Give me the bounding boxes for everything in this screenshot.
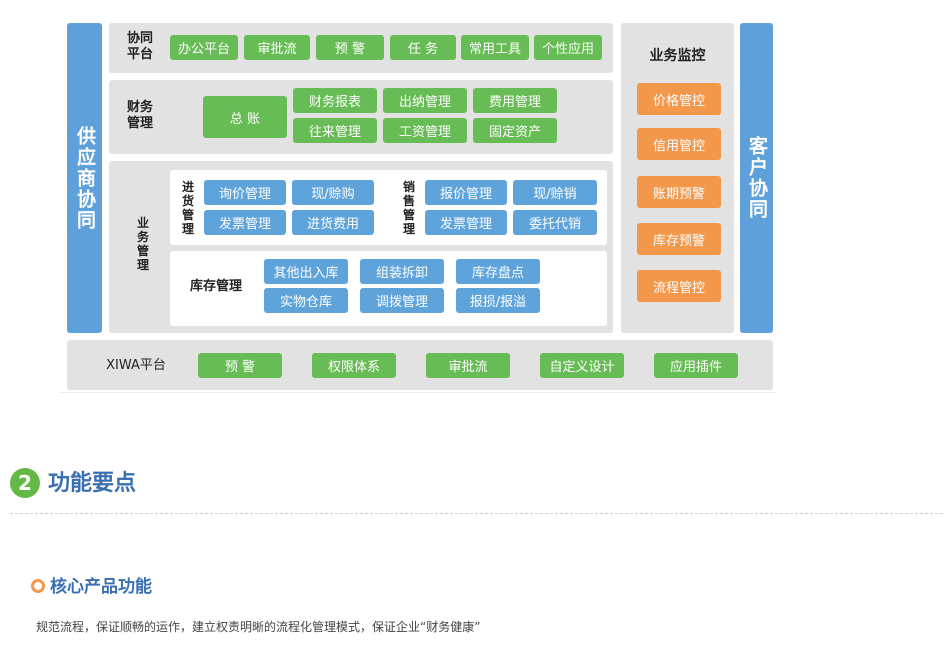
customer-collaboration-bar[interactable]: 客户协同 <box>740 23 773 333</box>
purchase-expense-button[interactable]: 进货费用 <box>292 210 374 235</box>
platform-alert-button[interactable]: 预 警 <box>198 353 282 378</box>
platform-custom-design-button[interactable]: 自定义设计 <box>540 353 624 378</box>
purchase-label: 进货管理 <box>181 180 194 236</box>
collab-tools-button[interactable]: 常用工具 <box>461 35 529 60</box>
inventory-label: 库存管理 <box>189 279 242 294</box>
finance-payroll-button[interactable]: 工资管理 <box>383 118 467 143</box>
sales-cash-credit-button[interactable]: 现/赊销 <box>513 180 597 205</box>
sales-invoice-button[interactable]: 发票管理 <box>425 210 507 235</box>
collab-task-button[interactable]: 任 务 <box>390 35 456 60</box>
finance-cashier-button[interactable]: 出纳管理 <box>383 88 467 113</box>
finance-general-ledger-button[interactable]: 总 账 <box>203 96 287 138</box>
inventory-stocktake-button[interactable]: 库存盘点 <box>456 259 540 284</box>
collab-alert-button[interactable]: 预 警 <box>316 35 384 60</box>
inventory-other-io-button[interactable]: 其他出入库 <box>264 259 348 284</box>
monitor-stock-alert-button[interactable]: 库存预警 <box>637 223 721 255</box>
section-title: 功能要点 <box>48 471 137 496</box>
monitor-credit-control-button[interactable]: 信用管控 <box>637 128 721 160</box>
sales-quotation-button[interactable]: 报价管理 <box>425 180 507 205</box>
inventory-transfer-button[interactable]: 调拨管理 <box>360 288 444 313</box>
diagram-baseline <box>60 392 776 393</box>
supplier-collaboration-label: 供应商协同 <box>74 125 96 231</box>
supplier-collaboration-bar[interactable]: 供应商协同 <box>67 23 102 333</box>
collab-office-button[interactable]: 办公平台 <box>170 35 238 60</box>
inventory-loss-overflow-button[interactable]: 报损/报溢 <box>456 288 540 313</box>
finance-reports-button[interactable]: 财务报表 <box>293 88 377 113</box>
purchase-inquiry-button[interactable]: 询价管理 <box>204 180 286 205</box>
ring-bullet-icon <box>31 579 45 593</box>
collab-approval-button[interactable]: 审批流 <box>244 35 310 60</box>
monitor-title: 业务监控 <box>649 48 706 64</box>
subsection-description: 规范流程，保证顺畅的运作，建立权责明晰的流程化管理模式，保证企业“财务健康” <box>36 620 481 634</box>
customer-collaboration-label: 客户协同 <box>746 136 768 220</box>
monitor-price-control-button[interactable]: 价格管控 <box>637 83 721 115</box>
section-divider <box>10 513 943 514</box>
monitor-process-control-button[interactable]: 流程管控 <box>637 270 721 302</box>
collab-personal-apps-button[interactable]: 个性应用 <box>534 35 602 60</box>
inventory-warehouse-button[interactable]: 实物仓库 <box>264 288 348 313</box>
finance-accounts-button[interactable]: 往来管理 <box>293 118 377 143</box>
business-label: 业务管理 <box>136 216 149 272</box>
sales-label: 销售管理 <box>402 180 415 236</box>
inventory-assembly-button[interactable]: 组装拆卸 <box>360 259 444 284</box>
section-number-badge: 2 <box>10 468 40 498</box>
sales-consignment-button[interactable]: 委托代销 <box>513 210 597 235</box>
purchase-invoice-button[interactable]: 发票管理 <box>204 210 286 235</box>
platform-approval-button[interactable]: 审批流 <box>426 353 510 378</box>
platform-plugins-button[interactable]: 应用插件 <box>654 353 738 378</box>
finance-label: 财务 管理 <box>126 100 153 131</box>
subsection-title: 核心产品功能 <box>50 577 152 597</box>
collab-platform-label: 协同 平台 <box>126 31 153 62</box>
platform-label: XIWA平台 <box>106 358 166 373</box>
purchase-cash-credit-button[interactable]: 现/赊购 <box>292 180 374 205</box>
monitor-payment-term-alert-button[interactable]: 账期预警 <box>637 176 721 208</box>
finance-expense-button[interactable]: 费用管理 <box>473 88 557 113</box>
finance-fixed-assets-button[interactable]: 固定资产 <box>473 118 557 143</box>
platform-permission-button[interactable]: 权限体系 <box>312 353 396 378</box>
